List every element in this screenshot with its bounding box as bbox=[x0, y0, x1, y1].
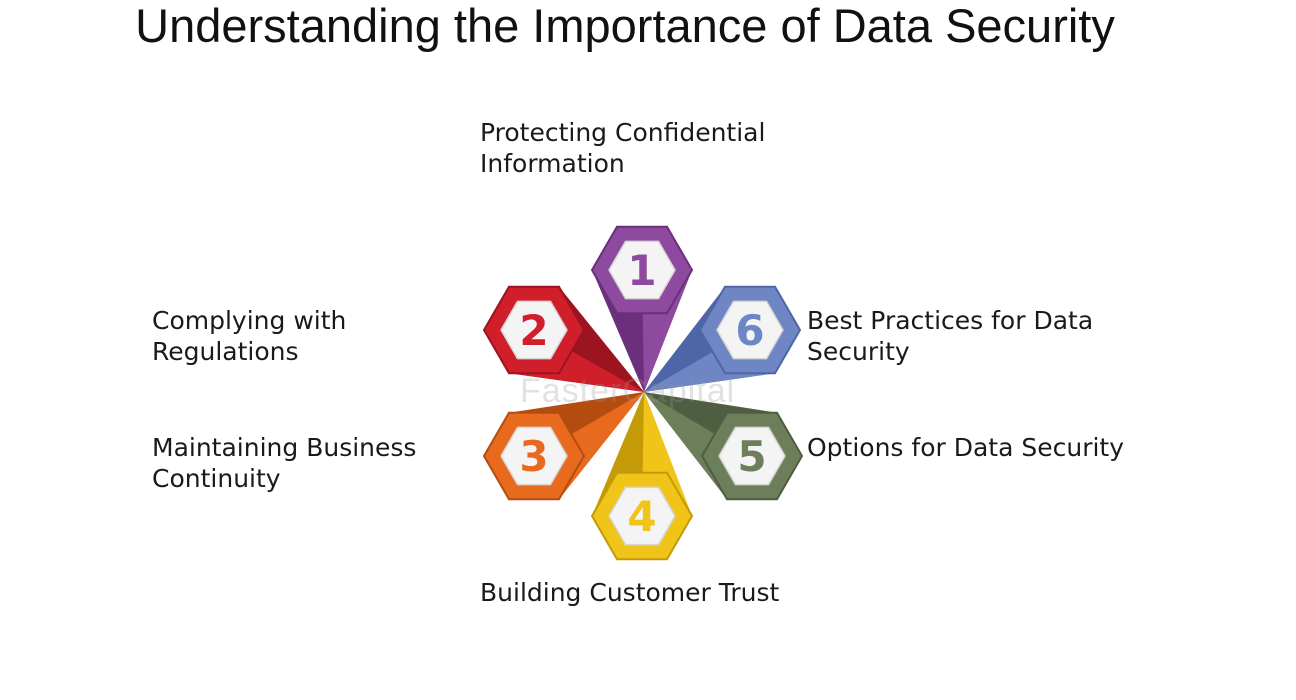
label-complying-with-regulations: Complying with Regulations bbox=[152, 306, 347, 366]
petal-5: 5 bbox=[644, 392, 804, 501]
petal-6-inner-hexagon bbox=[716, 300, 784, 360]
petal-4-inner-hexagon bbox=[608, 486, 676, 546]
petal-2-inner-hexagon bbox=[500, 300, 568, 360]
petal-3: 3 bbox=[482, 392, 644, 501]
label-best-practices-for-data-security: Best Practices for Data Security bbox=[807, 306, 1094, 366]
petal-2: 2 bbox=[482, 285, 644, 392]
petal-3-number: 3 bbox=[519, 432, 548, 481]
label-building-customer-trust: Building Customer Trust bbox=[480, 578, 780, 607]
petal-4: 4 bbox=[590, 392, 694, 561]
petal-2-number: 2 bbox=[519, 306, 548, 355]
petal-4-number: 4 bbox=[627, 492, 656, 541]
petal-6-number: 6 bbox=[735, 306, 764, 355]
watermark: FasterCapital bbox=[520, 372, 736, 410]
petal-5-number: 5 bbox=[737, 432, 766, 481]
label-protecting-confidential-information: Protecting Confidential Information bbox=[480, 118, 766, 178]
page-title: Understanding the Importance of Data Sec… bbox=[135, 0, 1115, 52]
petal-1-number: 1 bbox=[627, 246, 656, 295]
petal-5-inner-hexagon bbox=[718, 426, 786, 486]
petal-1: 1 bbox=[590, 225, 694, 392]
petal-6: 6 bbox=[644, 285, 802, 392]
petal-3-inner-hexagon bbox=[500, 426, 568, 486]
label-options-for-data-security: Options for Data Security bbox=[807, 433, 1125, 462]
petal-1-inner-hexagon bbox=[608, 240, 676, 300]
label-maintaining-business-continuity: Maintaining Business Continuity bbox=[152, 433, 417, 493]
